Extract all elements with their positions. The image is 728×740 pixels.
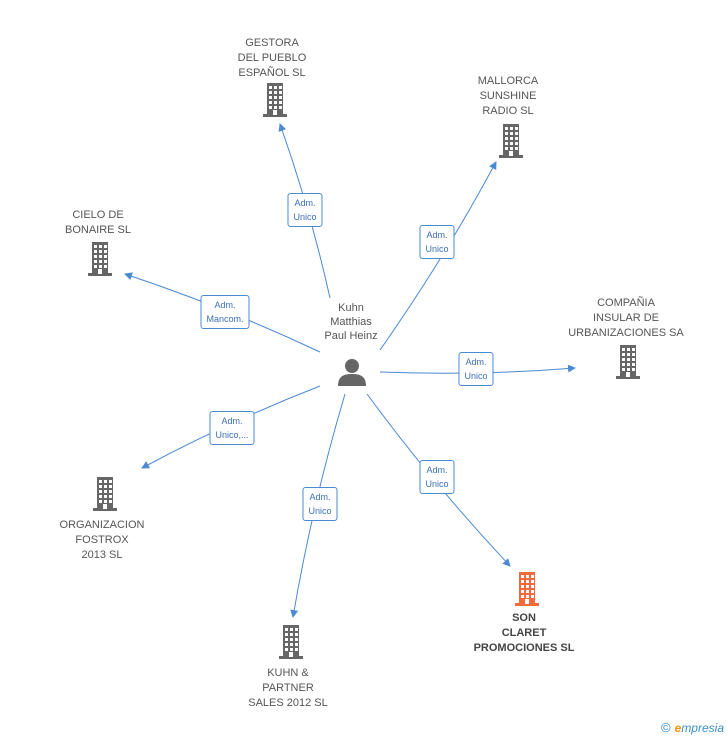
company-name-line: KUHN & xyxy=(267,667,309,679)
company-name-line: INSULAR DE xyxy=(592,312,660,324)
company-name-line: URBANIZACIONES SA xyxy=(568,327,684,339)
company-name-label[interactable]: CIELO DE BONAIRE SL xyxy=(65,208,131,238)
company-name-label[interactable]: COMPAÑIA INSULAR DE URBANIZACIONES SA xyxy=(568,296,684,341)
role-badge[interactable]: Adm. Unico xyxy=(302,487,338,521)
company-name-line: COMPAÑIA xyxy=(597,297,655,309)
building-icon[interactable] xyxy=(496,124,526,158)
role-badge[interactable]: Adm. Unico,... xyxy=(209,411,255,445)
role-line: Unico xyxy=(464,371,488,381)
brand-name: mpresia xyxy=(681,721,724,735)
company-name-line: RADIO SL xyxy=(482,105,534,117)
company-name-line: ESPAÑOL SL xyxy=(238,67,306,79)
role-line: Unico xyxy=(425,479,449,489)
company-name-line: GESTORA xyxy=(245,37,299,49)
company-name-line: SON xyxy=(512,612,536,624)
company-name-line: SUNSHINE xyxy=(479,90,537,102)
person-name-line: Matthias xyxy=(330,316,372,328)
role-line: Unico xyxy=(425,244,449,254)
copyright-icon: © xyxy=(661,720,671,735)
building-icon[interactable] xyxy=(90,477,120,511)
company-name-line: SALES 2012 SL xyxy=(248,697,328,709)
company-name-label[interactable]: MALLORCA SUNSHINE RADIO SL xyxy=(478,74,539,119)
company-name-label[interactable]: ORGANIZACION FOSTROX 2013 SL xyxy=(60,518,145,563)
building-icon[interactable] xyxy=(512,572,542,606)
person-icon[interactable] xyxy=(337,357,367,387)
role-line: Mancom. xyxy=(206,314,244,324)
role-line: Adm. xyxy=(221,416,243,426)
role-line: Adm. xyxy=(426,465,448,475)
role-badge[interactable]: Adm. Unico xyxy=(419,225,455,259)
role-line: Adm. xyxy=(294,198,316,208)
company-name-line: CIELO DE xyxy=(72,209,124,221)
role-line: Adm. xyxy=(465,357,487,367)
building-icon[interactable] xyxy=(613,345,643,379)
role-line: Unico xyxy=(293,212,317,222)
person-name-line: Paul Heinz xyxy=(324,330,378,342)
building-icon[interactable] xyxy=(85,242,115,276)
role-badge[interactable]: Adm. Mancom. xyxy=(200,295,250,329)
company-name-line: FOSTROX xyxy=(75,534,129,546)
company-name-line: CLARET xyxy=(501,627,547,639)
building-icon[interactable] xyxy=(276,625,306,659)
company-name-label[interactable]: SON CLARET PROMOCIONES SL xyxy=(474,611,575,656)
person-name-label[interactable]: Kuhn Matthias Paul Heinz xyxy=(324,301,377,343)
person-name-line: Kuhn xyxy=(338,302,364,314)
company-name-line: PROMOCIONES SL xyxy=(473,642,575,654)
role-line: Adm. xyxy=(309,492,331,502)
role-line: Unico xyxy=(308,506,332,516)
company-name-line: PARTNER xyxy=(262,682,314,694)
company-name-label[interactable]: KUHN & PARTNER SALES 2012 SL xyxy=(248,666,328,711)
company-name-label[interactable]: GESTORA DEL PUEBLO ESPAÑOL SL xyxy=(238,36,307,81)
role-line: Adm. xyxy=(426,230,448,240)
company-name-line: DEL PUEBLO xyxy=(237,52,307,64)
role-badge[interactable]: Adm. Unico xyxy=(419,460,455,494)
footer-brand[interactable]: ©empresia xyxy=(661,720,724,735)
company-name-line: BONAIRE SL xyxy=(64,224,132,236)
company-name-line: ORGANIZACION xyxy=(59,519,145,531)
company-name-line: MALLORCA xyxy=(477,75,539,87)
building-icon[interactable] xyxy=(260,83,290,117)
brand-initial: e xyxy=(674,721,682,735)
role-badge[interactable]: Adm. Unico xyxy=(287,193,323,227)
role-line: Unico,... xyxy=(215,430,249,440)
role-badge[interactable]: Adm. Unico xyxy=(458,352,494,386)
company-name-line: 2013 SL xyxy=(81,549,123,561)
role-line: Adm. xyxy=(214,300,236,310)
